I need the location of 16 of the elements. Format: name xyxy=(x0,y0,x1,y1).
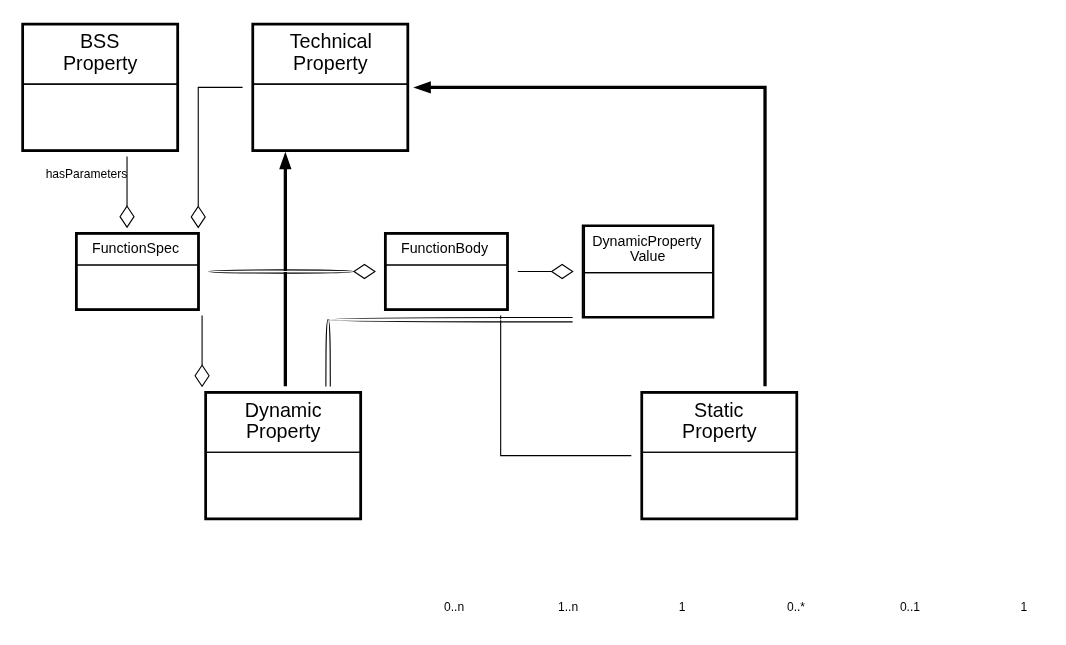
connector xyxy=(517,263,574,279)
connector xyxy=(190,86,244,228)
connector xyxy=(194,314,210,387)
connector xyxy=(500,314,632,456)
label: 0..1 xyxy=(899,599,920,614)
connector xyxy=(208,263,376,279)
label: 1..n xyxy=(558,599,579,614)
label: 1 xyxy=(678,599,686,614)
label: 0..* xyxy=(786,599,806,614)
arrow xyxy=(279,151,292,386)
arrow xyxy=(413,80,767,386)
edge-label: hasParameters xyxy=(45,166,128,181)
label: 0..n xyxy=(444,599,465,614)
label: 1 xyxy=(1020,599,1028,614)
connector xyxy=(325,316,574,387)
connector xyxy=(119,155,135,228)
